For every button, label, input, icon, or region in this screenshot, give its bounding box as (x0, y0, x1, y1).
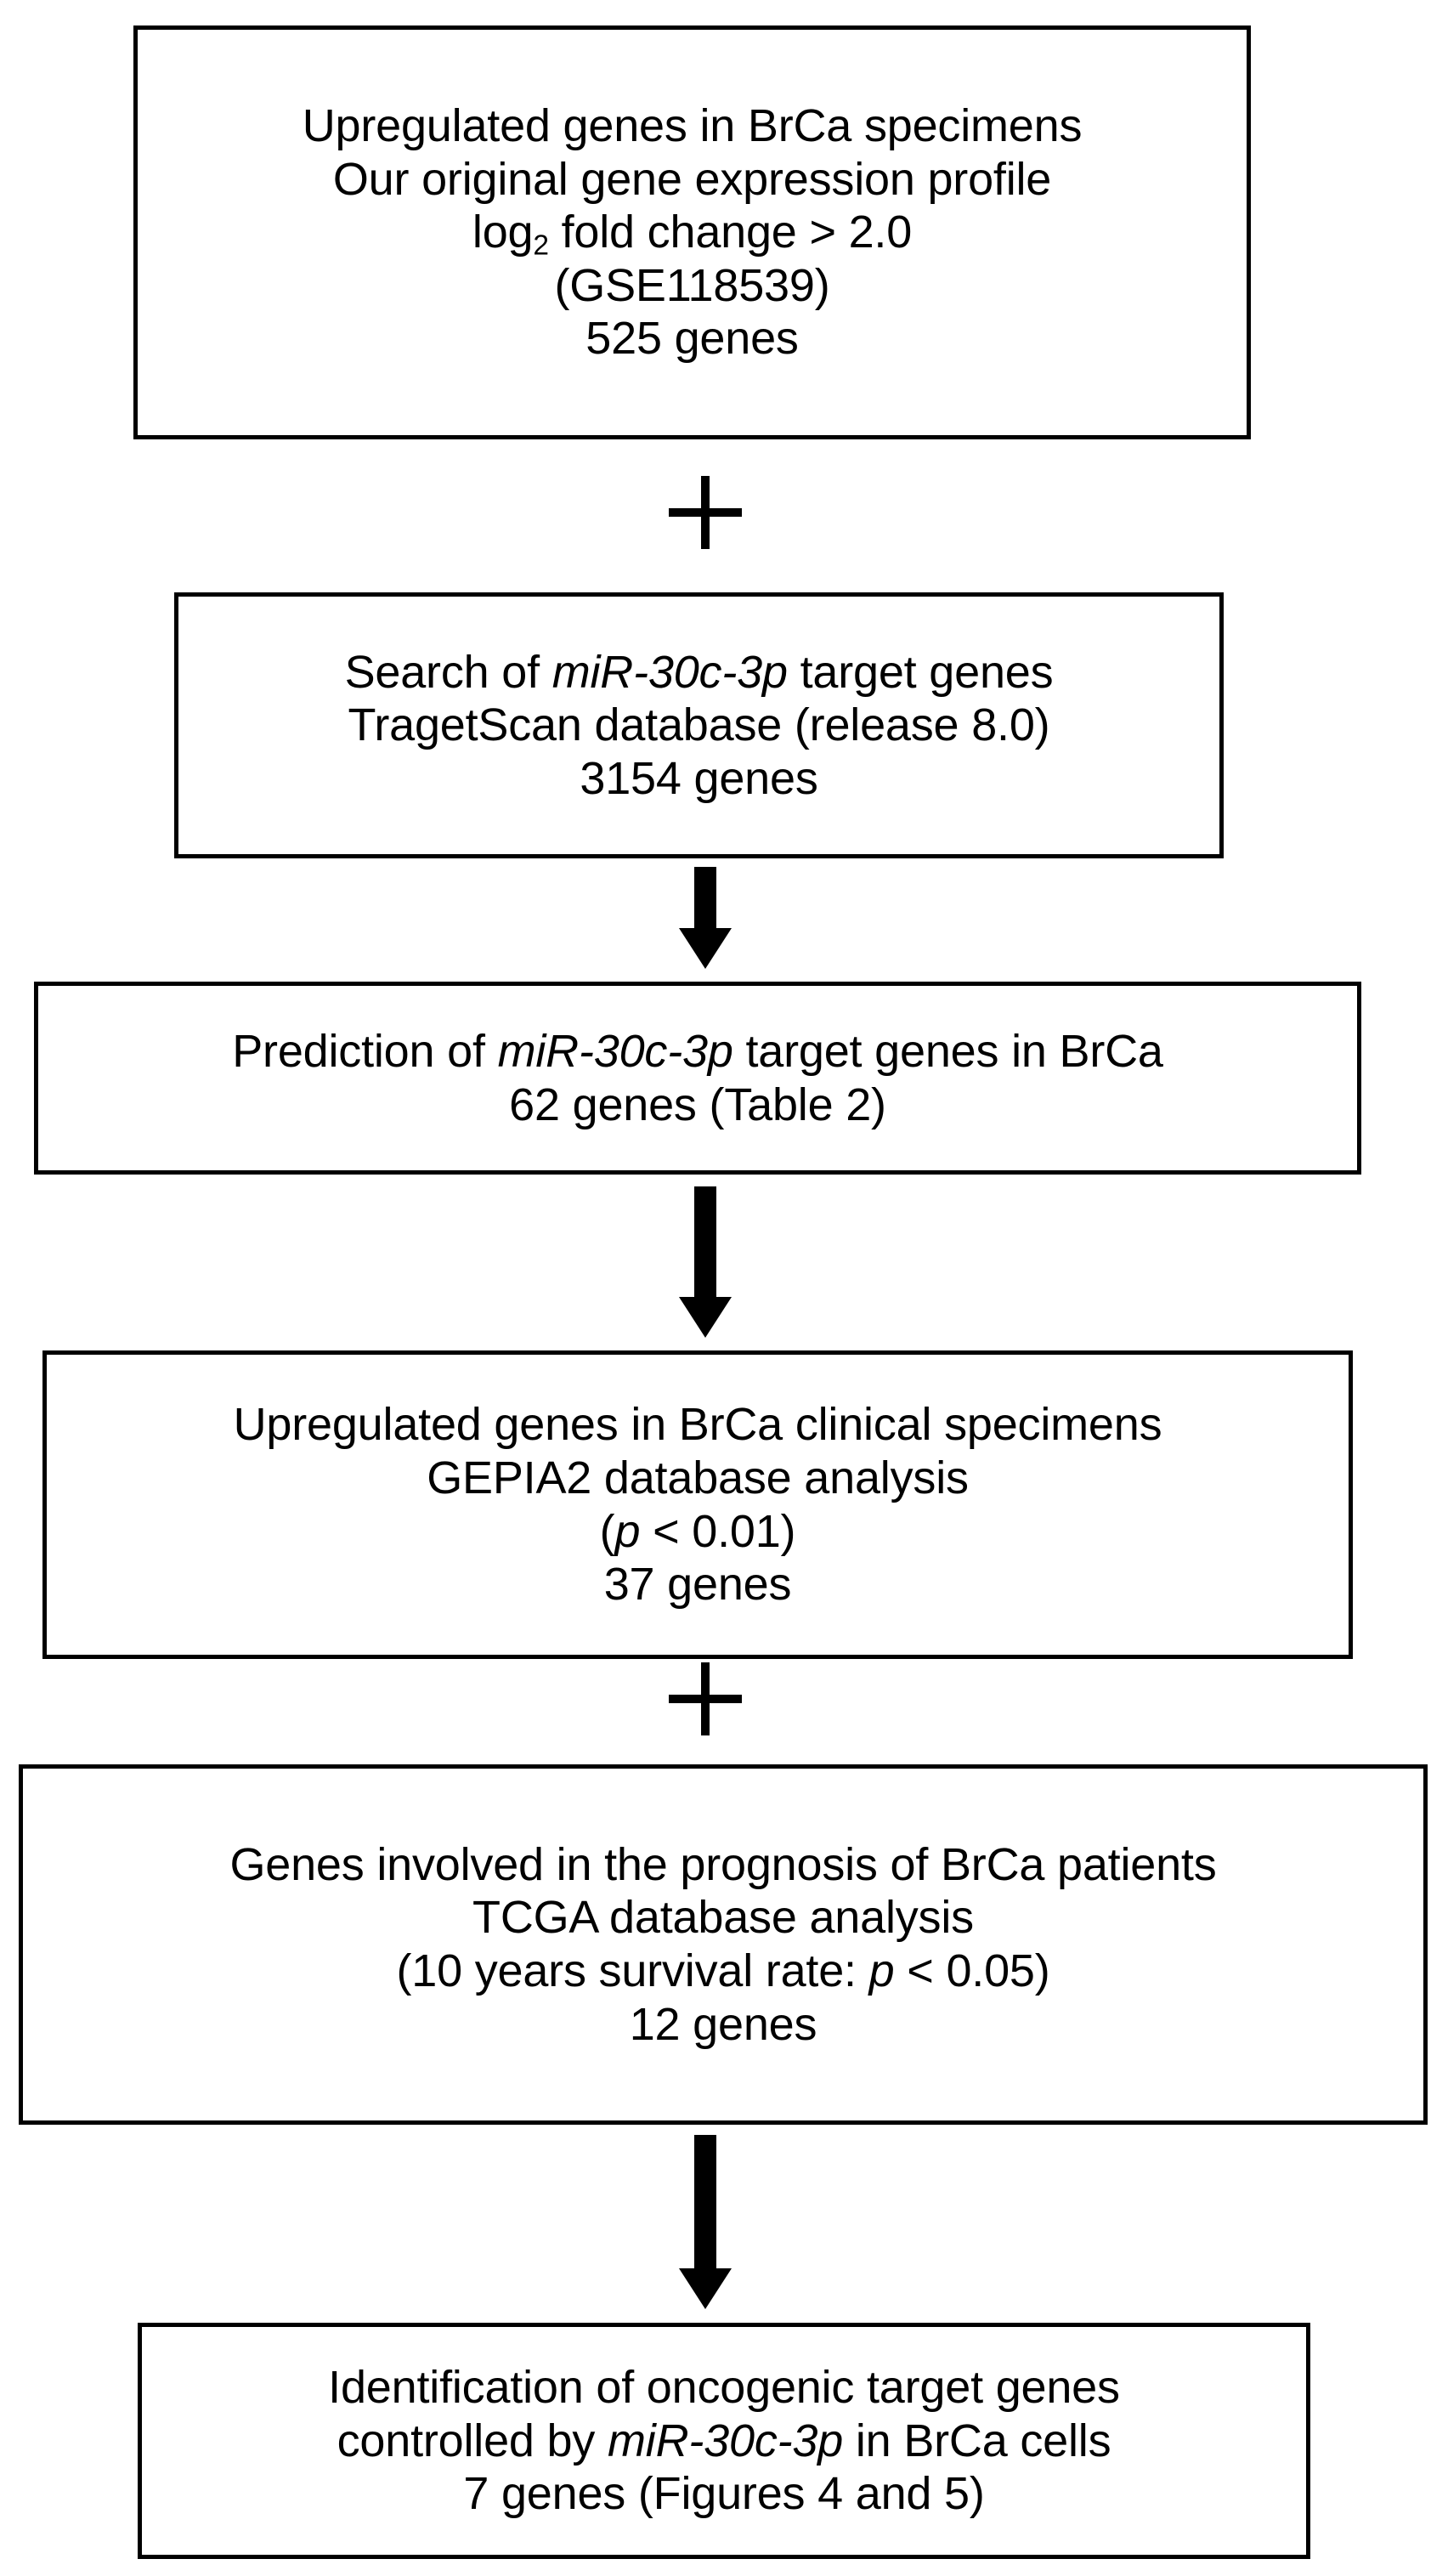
plus-connector-1-icon (669, 476, 742, 549)
target-genes-label: target genes (787, 646, 1054, 698)
node-5-line-4-gene-count: 12 genes (629, 1998, 817, 2050)
node-1-line-3: log2 fold change > 2.0 (472, 206, 913, 262)
in-brca-cells-label: in BrCa cells (843, 2415, 1111, 2466)
log-base-subscript: 2 (533, 229, 549, 262)
down-arrow-1-icon (669, 867, 742, 969)
node-final-oncogenic-target-genes: Identification of oncogenic target genes… (138, 2323, 1310, 2559)
p-value-threshold: < 0.01) (640, 1505, 796, 1557)
node-4-line-4-gene-count: 37 genes (603, 1559, 792, 1611)
arrow-stem (694, 1186, 716, 1300)
p-value-symbol: p (868, 1945, 895, 1996)
node-upregulated-genes-source: Upregulated genes in BrCa specimens Our … (133, 25, 1251, 439)
node-4-line-2-database: GEPIA2 database analysis (427, 1452, 969, 1503)
node-5-line-3-significance: (10 years survival rate: p < 0.05) (396, 1945, 1049, 1998)
node-5-line-1: Genes involved in the prognosis of BrCa … (229, 1838, 1217, 1890)
node-targetscan-search: Search of miR-30c-3p target genes Traget… (174, 592, 1224, 858)
node-1-line-1: Upregulated genes in BrCa specimens (302, 99, 1083, 151)
node-2-line-3-gene-count: 3154 genes (580, 752, 818, 804)
prediction-of-label: Prediction of (232, 1025, 498, 1077)
node-gepia2-upregulated-genes: Upregulated genes in BrCa clinical speci… (42, 1350, 1353, 1659)
node-6-line-2: controlled by miR-30c-3p in BrCa cells (337, 2415, 1111, 2468)
node-3-line-1: Prediction of miR-30c-3p target genes in… (232, 1025, 1163, 1079)
fold-change-threshold: fold change > 2.0 (548, 207, 913, 258)
mirna-name: miR-30c-3p (608, 2415, 844, 2466)
mirna-name: miR-30c-3p (551, 646, 788, 698)
search-of-label: Search of (344, 646, 552, 698)
node-4-line-1: Upregulated genes in BrCa clinical speci… (233, 1399, 1162, 1451)
log-label: log (472, 207, 534, 258)
open-paren: ( (599, 1505, 615, 1557)
node-1-line-5-gene-count: 525 genes (585, 313, 799, 365)
node-2-line-2-database: TragetScan database (release 8.0) (348, 699, 1050, 751)
node-4-line-3-significance: (p < 0.01) (600, 1505, 796, 1559)
down-arrow-2-icon (669, 1186, 742, 1338)
arrow-head (679, 1297, 732, 1338)
down-arrow-3-icon (669, 2135, 742, 2309)
node-3-line-2-gene-count: 62 genes (Table 2) (509, 1079, 886, 1130)
arrow-stem (694, 2135, 716, 2272)
plus-connector-2-icon (669, 1662, 742, 1735)
node-6-line-1: Identification of oncogenic target genes (328, 2362, 1120, 2414)
controlled-by-label: controlled by (337, 2415, 608, 2466)
target-genes-in-brca-label: target genes in BrCa (732, 1025, 1163, 1077)
node-6-line-3-gene-count: 7 genes (Figures 4 and 5) (463, 2468, 985, 2520)
mirna-name: miR-30c-3p (497, 1025, 733, 1077)
p-value-symbol: p (614, 1505, 641, 1557)
node-2-line-1: Search of miR-30c-3p target genes (345, 646, 1054, 699)
arrow-head (679, 2268, 732, 2309)
node-1-line-4-accession: (GSE118539) (554, 259, 830, 311)
node-predicted-target-genes: Prediction of miR-30c-3p target genes in… (34, 982, 1361, 1175)
node-5-line-2-database: TCGA database analysis (472, 1892, 974, 1944)
arrow-stem (694, 867, 716, 931)
arrow-head (679, 928, 732, 969)
node-1-line-2: Our original gene expression profile (332, 153, 1052, 205)
p-value-threshold: < 0.05) (894, 1945, 1050, 1996)
survival-rate-label: (10 years survival rate: (396, 1945, 869, 1996)
node-tcga-prognosis-genes: Genes involved in the prognosis of BrCa … (19, 1764, 1428, 2125)
